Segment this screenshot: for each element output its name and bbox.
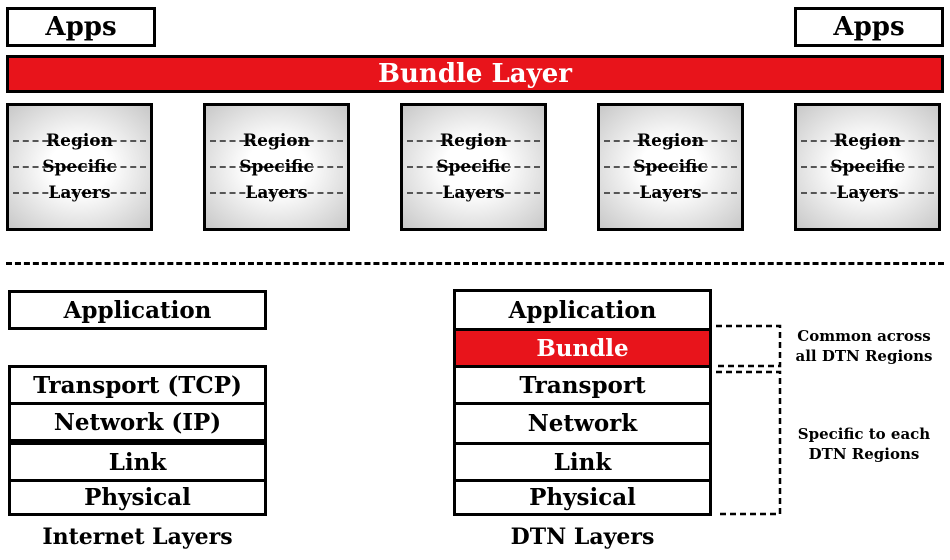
internet-transport-label: Transport (TCP) — [33, 371, 242, 399]
region-line: Region — [637, 131, 704, 151]
dtn-transport-layer: Transport — [453, 365, 712, 405]
region-line: Specific — [239, 157, 314, 177]
specific-note-line: Specific to each — [797, 425, 931, 443]
apps-right-label: Apps — [833, 12, 905, 42]
region-line: Region — [243, 131, 310, 151]
dtn-application-label: Application — [508, 296, 657, 324]
bundle-layer-bar: Bundle Layer — [6, 55, 944, 93]
internet-link-layer: Link — [8, 442, 267, 482]
internet-physical-layer: Physical — [8, 479, 267, 516]
apps-left-box: Apps — [6, 7, 156, 47]
dtn-layers-caption: DTN Layers — [510, 524, 655, 550]
dtn-physical-layer: Physical — [453, 479, 712, 516]
dtn-link-layer: Link — [453, 442, 712, 482]
region-line: Layers — [245, 183, 308, 203]
bundle-layer-label: Bundle Layer — [378, 59, 572, 89]
region-box-4: Region Specific Layers — [597, 103, 744, 231]
internet-application-layer: Application — [8, 290, 267, 330]
common-bracket — [716, 324, 782, 368]
apps-left-label: Apps — [45, 12, 117, 42]
region-line: Region — [834, 131, 901, 151]
region-line: Specific — [42, 157, 117, 177]
region-line: Layers — [836, 183, 899, 203]
region-line: Layers — [442, 183, 505, 203]
dtn-bundle-label: Bundle — [536, 334, 629, 362]
region-line: Specific — [633, 157, 708, 177]
region-box-1: Region Specific Layers — [6, 103, 153, 231]
region-box-2: Region Specific Layers — [203, 103, 350, 231]
specific-note-line: DTN Regions — [808, 445, 920, 463]
dtn-transport-label: Transport — [519, 371, 646, 399]
section-divider — [6, 262, 944, 265]
internet-link-label: Link — [108, 448, 167, 476]
region-box-3: Region Specific Layers — [400, 103, 547, 231]
region-line: Specific — [436, 157, 511, 177]
internet-application-label: Application — [63, 296, 212, 324]
internet-layers-caption: Internet Layers — [42, 524, 233, 550]
region-line: Layers — [639, 183, 702, 203]
region-line: Specific — [830, 157, 905, 177]
dtn-network-label: Network — [527, 410, 638, 437]
specific-note: Specific to each DTN Regions — [784, 424, 944, 464]
dtn-physical-label: Physical — [529, 484, 636, 511]
region-line: Region — [440, 131, 507, 151]
internet-network-label: Network (IP) — [53, 408, 222, 436]
common-note-line: Common across — [797, 327, 931, 345]
internet-network-layer: Network (IP) — [8, 402, 267, 442]
common-note: Common across all DTN Regions — [784, 326, 944, 366]
region-box-5: Region Specific Layers — [794, 103, 941, 231]
region-line: Region — [46, 131, 113, 151]
region-line: Layers — [48, 183, 111, 203]
dtn-network-layer: Network — [453, 402, 712, 445]
common-note-line: all DTN Regions — [795, 347, 933, 365]
apps-right-box: Apps — [794, 7, 944, 47]
specific-bracket — [716, 370, 782, 516]
internet-transport-layer: Transport (TCP) — [8, 365, 267, 405]
internet-physical-label: Physical — [84, 484, 191, 511]
dtn-link-label: Link — [553, 448, 612, 476]
